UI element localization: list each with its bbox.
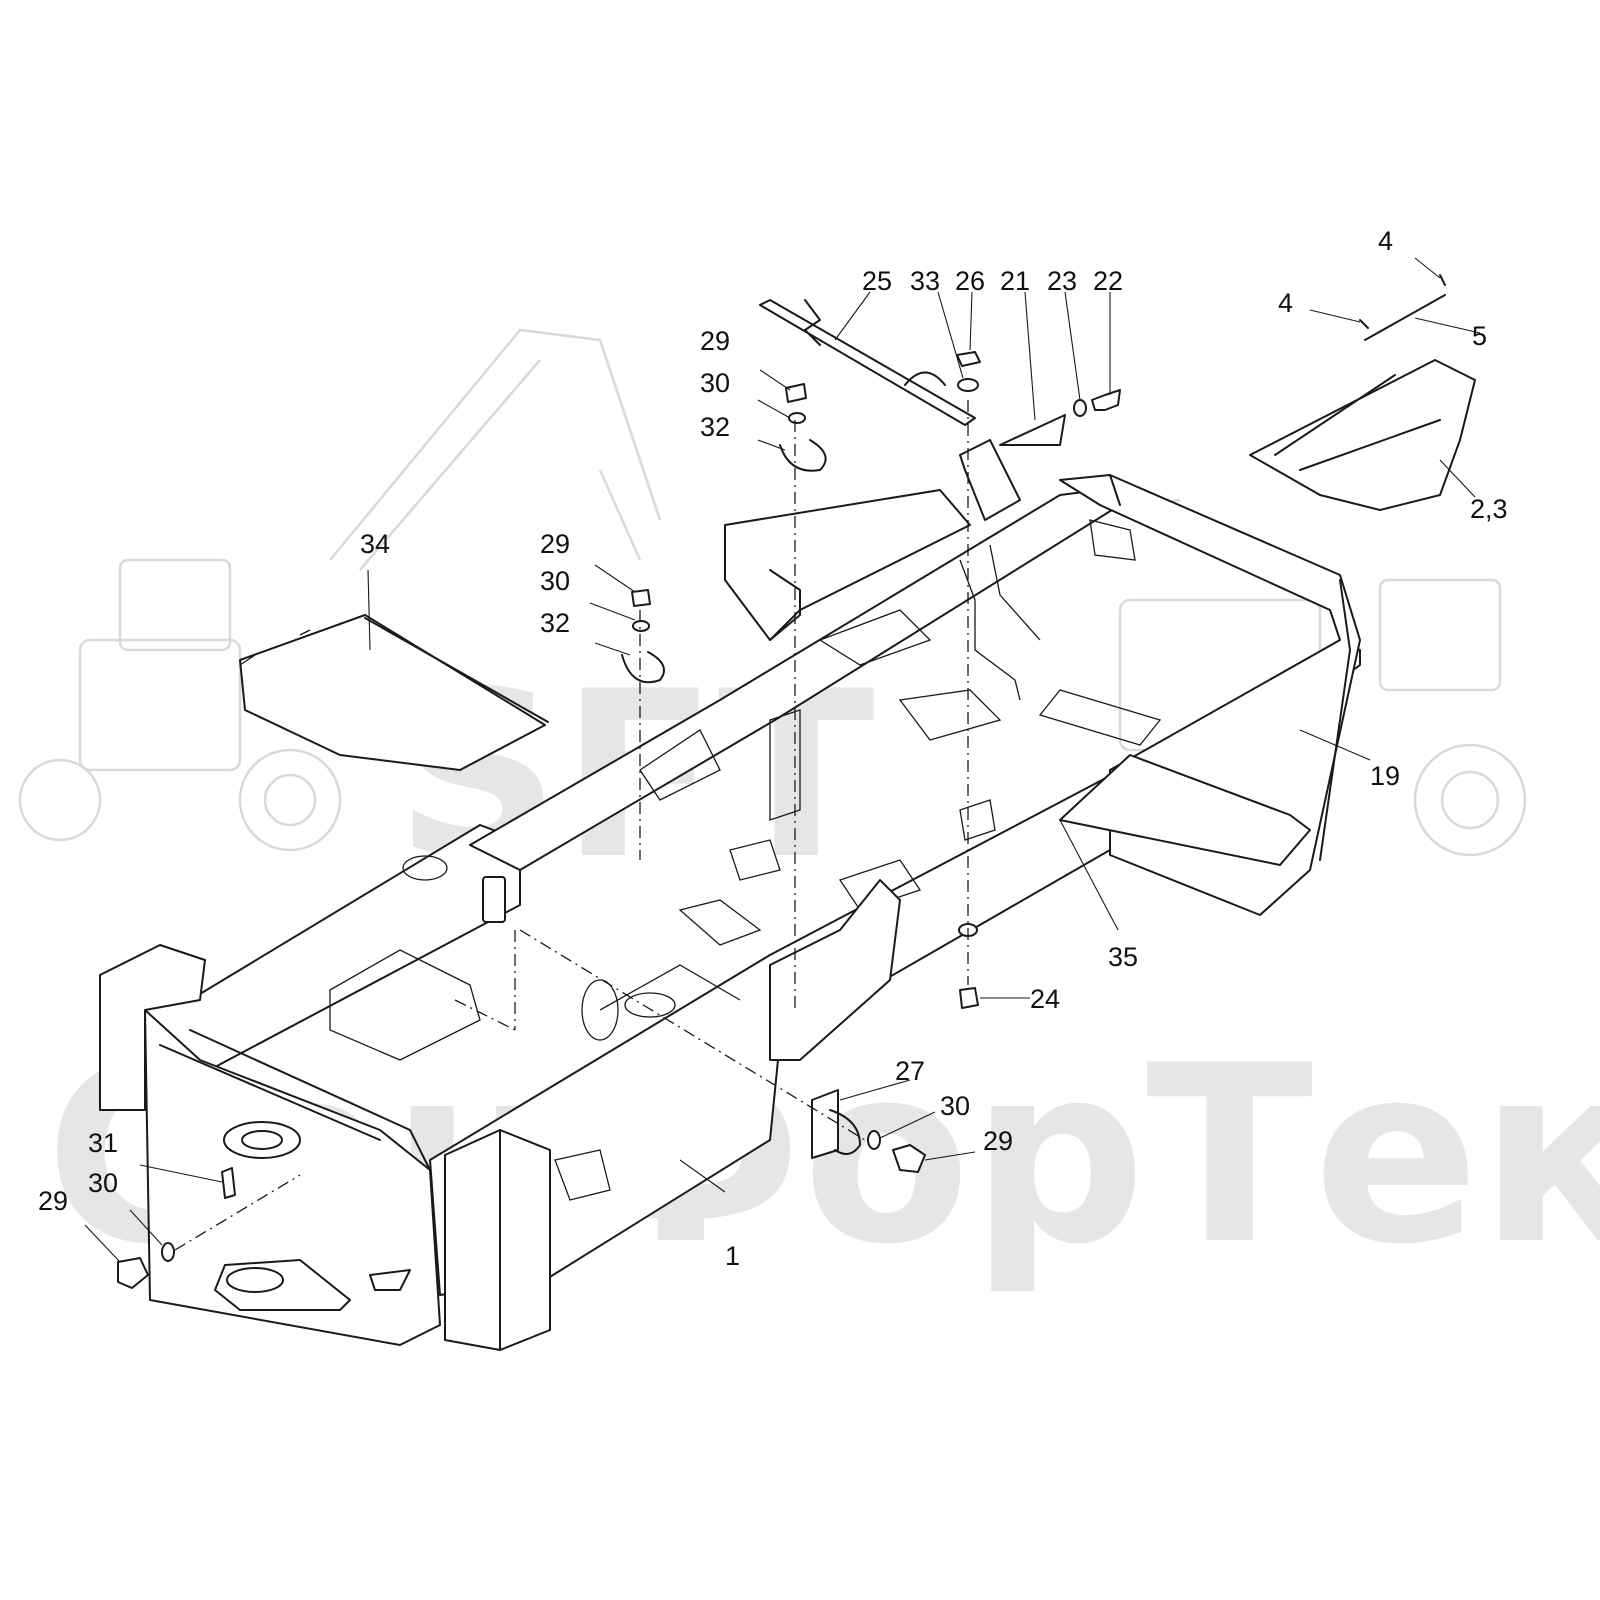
side-panel-right <box>769 879 901 1061</box>
callout-21: 21 <box>1000 266 1030 296</box>
bolt-29c <box>892 1144 926 1173</box>
callout-29-front: 29 <box>38 1186 68 1216</box>
rear-fender-plate <box>1059 754 1311 866</box>
front-right-block <box>444 1129 551 1351</box>
clip-4b <box>1359 319 1369 329</box>
washer-30b <box>632 620 650 632</box>
callout-4-top: 4 <box>1378 226 1393 256</box>
leader-lines <box>84 257 1481 1263</box>
washer-33 <box>957 378 979 392</box>
clamp-32a <box>779 439 827 472</box>
callout-34: 34 <box>360 529 390 559</box>
callout-labels: 1 2,3 4 4 5 19 21 22 23 24 25 26 27 29 3… <box>38 226 1508 1271</box>
callout-33: 33 <box>910 266 940 296</box>
hardware <box>117 351 1121 1289</box>
cover-2-3 <box>1249 359 1476 511</box>
assembly-axis-lines <box>174 400 969 1251</box>
washer-30d <box>161 1242 175 1262</box>
washer-30a <box>788 412 806 424</box>
callout-23: 23 <box>1047 266 1077 296</box>
callout-30-front: 30 <box>88 1168 118 1198</box>
bolt-29b <box>631 589 651 607</box>
callout-30-upper: 30 <box>700 368 730 398</box>
front-left-block <box>99 944 206 1111</box>
callout-32-left: 32 <box>540 608 570 638</box>
callout-5: 5 <box>1472 321 1487 351</box>
bracket-25 <box>759 299 976 426</box>
clamp-32b <box>621 651 665 684</box>
callout-30-right: 30 <box>940 1091 970 1121</box>
pivot-ring-upper <box>223 1121 301 1159</box>
callout-25: 25 <box>862 266 892 296</box>
watermark-machine-outline-left <box>18 328 662 852</box>
callout-4-left: 4 <box>1278 288 1293 318</box>
main-frame <box>99 474 1361 1351</box>
callout-27: 27 <box>895 1056 925 1086</box>
bracket-31 <box>221 1167 236 1199</box>
pin-5 <box>1364 294 1446 341</box>
callout-30-left: 30 <box>540 566 570 596</box>
pivot-lower-plate <box>214 1259 351 1311</box>
bracket-upper-plate <box>959 439 1021 521</box>
nut-26 <box>956 351 981 367</box>
clip-4a <box>1439 274 1446 286</box>
callout-2-3: 2,3 <box>1470 494 1508 524</box>
bolt-29d <box>117 1257 149 1289</box>
callout-29-upper: 29 <box>700 326 730 356</box>
callout-24: 24 <box>1030 984 1060 1014</box>
callout-32-upper: 32 <box>700 412 730 442</box>
washer-30c <box>867 1130 881 1150</box>
panel-34 <box>239 614 546 771</box>
callout-26: 26 <box>955 266 985 296</box>
front-bulkhead <box>144 1009 441 1346</box>
bolt-29a <box>785 383 807 403</box>
callout-19: 19 <box>1370 761 1400 791</box>
wedge-21 <box>999 414 1066 446</box>
bracket-27 <box>811 1089 839 1159</box>
callout-29-right: 29 <box>983 1126 1013 1156</box>
callout-31: 31 <box>88 1128 118 1158</box>
callout-35: 35 <box>1108 942 1138 972</box>
callout-22: 22 <box>1093 266 1123 296</box>
bolt-22 <box>1091 389 1121 411</box>
callout-1: 1 <box>725 1241 740 1271</box>
washer-23 <box>1073 399 1087 417</box>
bolt-24 <box>959 987 979 1009</box>
frame-post <box>482 876 506 923</box>
callout-29-left: 29 <box>540 529 570 559</box>
